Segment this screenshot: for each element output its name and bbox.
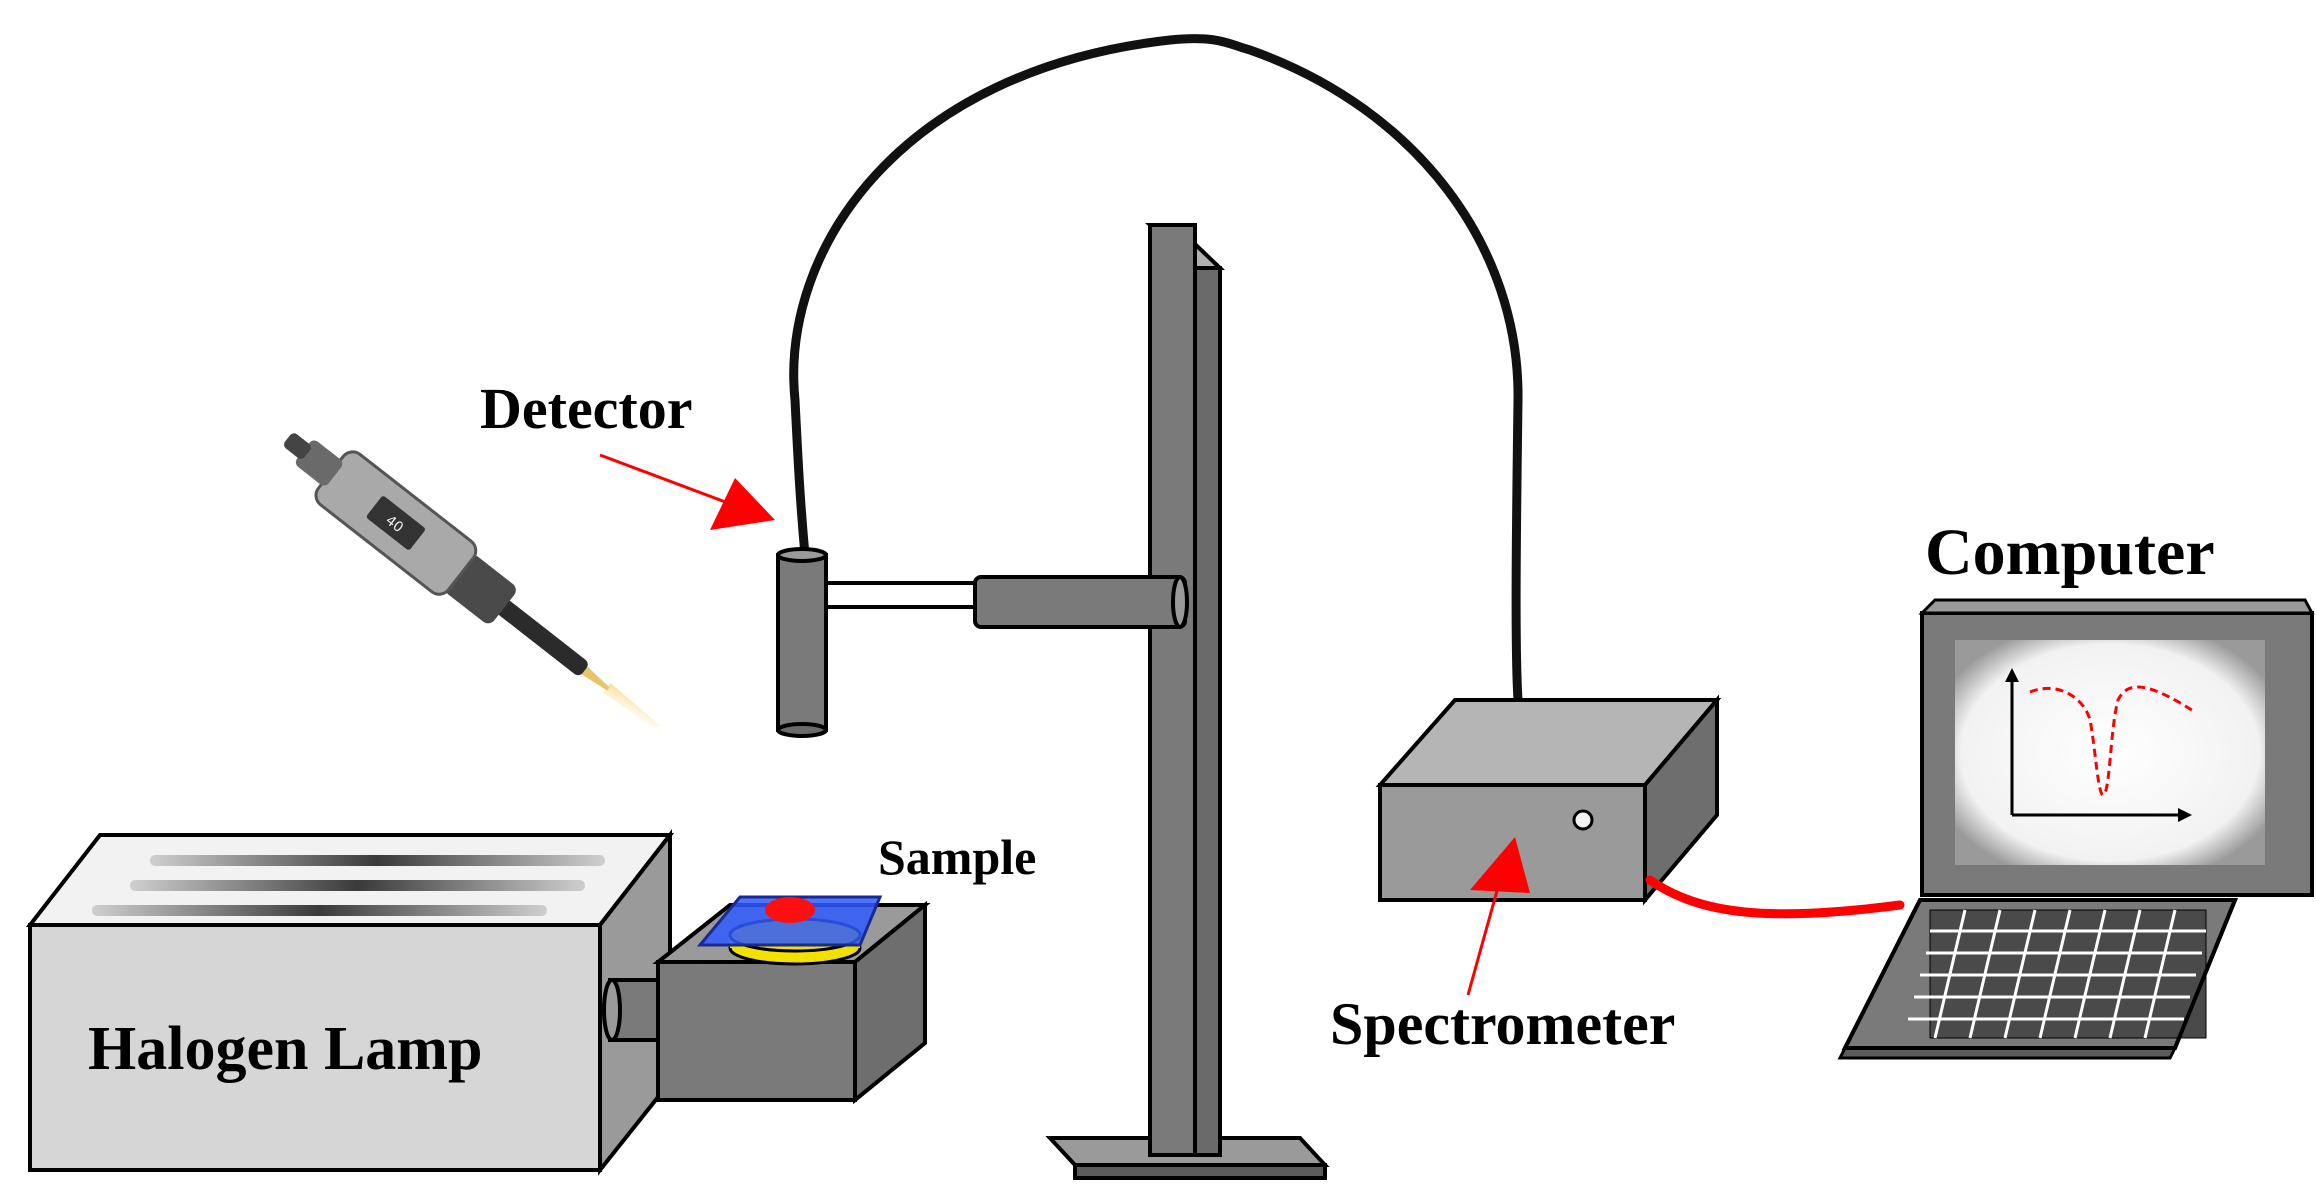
stand bbox=[1045, 223, 1330, 1180]
spectrum-plot-icon bbox=[2005, 668, 2196, 822]
spectrometer-label: Spectrometer bbox=[1330, 991, 1676, 1057]
spectrometer-arrow bbox=[1466, 879, 1502, 996]
detector-arrow-head bbox=[710, 478, 775, 530]
detector-label: Detector bbox=[480, 376, 693, 441]
sample bbox=[696, 895, 883, 966]
spectrometer bbox=[1375, 694, 1722, 906]
fiber-optic-cable bbox=[789, 34, 1523, 705]
usb-cable bbox=[1645, 875, 1905, 919]
pipette-icon: 40 bbox=[284, 433, 660, 731]
halogen-lamp-label: Halogen Lamp bbox=[88, 1015, 483, 1083]
detector-arm bbox=[818, 575, 1189, 629]
detector-head bbox=[776, 547, 828, 738]
computer bbox=[1837, 598, 2315, 1060]
spectrometer-indicator bbox=[1572, 809, 1594, 831]
spectrometer-arrow-head bbox=[1470, 837, 1530, 893]
halogen-lamp bbox=[25, 829, 675, 1176]
keyboard-keys bbox=[1908, 909, 2206, 1039]
computer-label: Computer bbox=[1925, 516, 2215, 589]
sample-label: Sample bbox=[878, 829, 1037, 885]
